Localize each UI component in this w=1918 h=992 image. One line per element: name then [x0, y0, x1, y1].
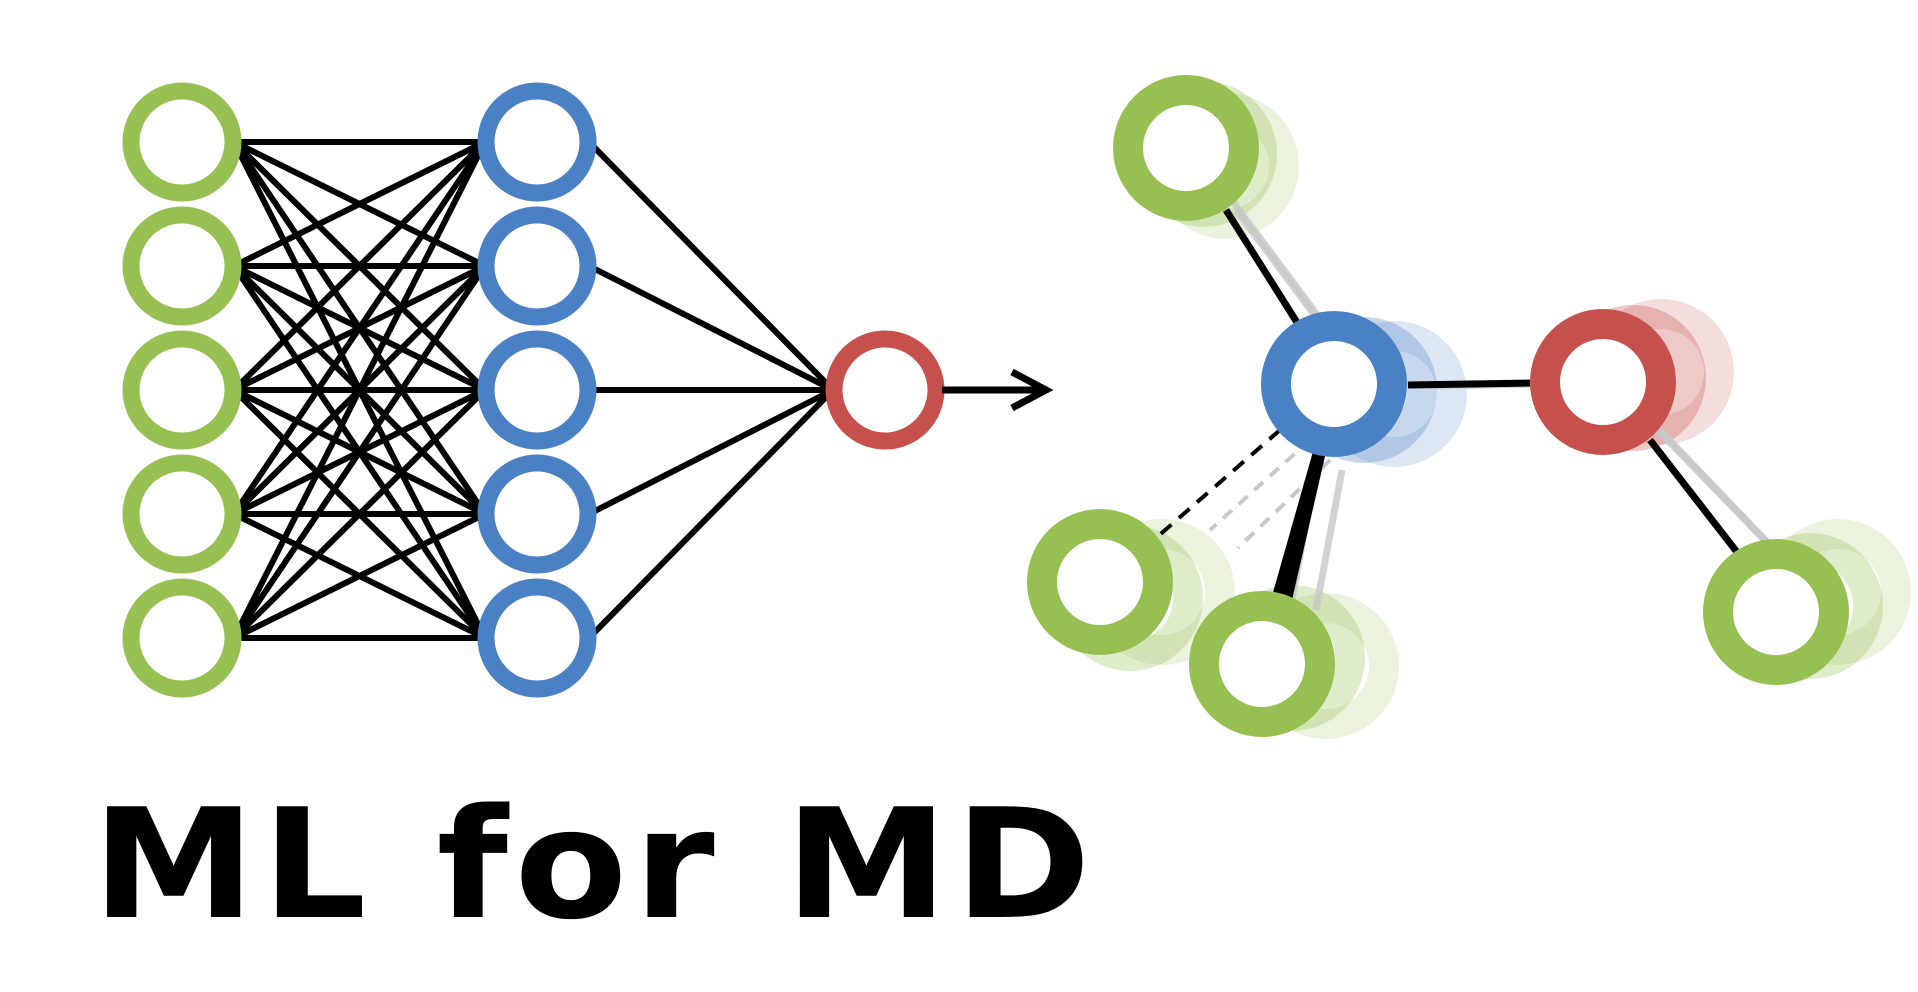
input-node-1 — [122, 82, 242, 202]
molecule-bonds — [1154, 208, 1743, 600]
connection-h5-out — [586, 387, 836, 641]
bond-right-lower-right — [1647, 437, 1743, 559]
bond-central-bottom-wedge — [1272, 448, 1326, 600]
input-node-3 — [122, 330, 242, 450]
hidden-node-3 — [477, 330, 597, 450]
hidden-node-4 — [477, 454, 597, 574]
connection-h2-out — [586, 263, 836, 393]
connection-in2-h1 — [231, 139, 488, 269]
connection-in5-h3 — [231, 387, 488, 641]
connection-in5-h4 — [231, 511, 488, 641]
bottom-atom — [1189, 591, 1335, 737]
top-left-atom — [1113, 75, 1259, 221]
connection-in3-h1 — [231, 139, 488, 393]
hidden-node-2 — [477, 206, 597, 326]
arrow-head — [1010, 368, 1054, 412]
hidden-node-1 — [477, 82, 597, 202]
molecule — [1027, 75, 1911, 739]
input-node-5 — [122, 578, 242, 698]
connection-h4-out — [586, 387, 836, 517]
bond-central-right — [1407, 379, 1531, 389]
central-atom — [1261, 311, 1407, 457]
network-connections — [231, 139, 836, 641]
caption-title: ML for MD — [92, 776, 1098, 953]
input-node-4 — [122, 454, 242, 574]
output-node — [825, 330, 945, 450]
connection-h1-out — [586, 139, 836, 393]
bond-top-left-central — [1223, 208, 1301, 326]
connection-in4-h1 — [231, 139, 488, 517]
bond-central-lower-left-dashed — [1154, 428, 1282, 540]
ghost-dashed-bond-1 — [1208, 438, 1312, 532]
neural-network — [122, 82, 945, 698]
hidden-node-5 — [477, 578, 597, 698]
right-atom — [1530, 309, 1676, 455]
connection-in5-h2 — [231, 263, 488, 641]
ghost-bond-6 — [1312, 469, 1346, 611]
lower-right-atom — [1703, 539, 1849, 685]
lower-left-atom — [1027, 509, 1173, 655]
molecule-atoms — [1027, 75, 1849, 737]
arrow-right-icon — [942, 368, 1054, 412]
input-node-2 — [122, 206, 242, 326]
network-nodes — [122, 82, 945, 698]
connection-in5-h1 — [231, 139, 488, 641]
